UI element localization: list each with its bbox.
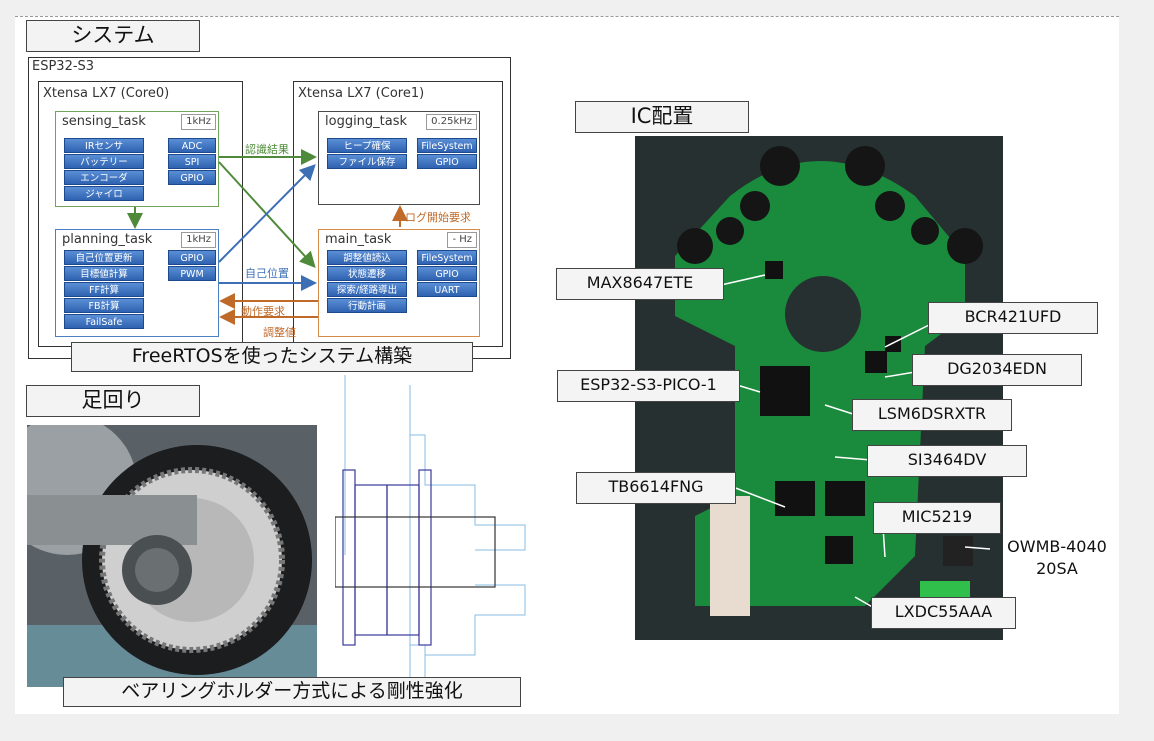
- ic-label-owmb-line2: 20SA: [1036, 559, 1078, 578]
- main-task-box: main_task - Hz 調整値読込 状態遷移 探索/経路導出 行動計画 F…: [318, 229, 480, 337]
- sensing-task-freq: 1kHz: [181, 114, 216, 130]
- ic-label-max8647ete: MAX8647ETE: [556, 268, 724, 300]
- system-caption: FreeRTOSを使ったシステム構築: [71, 342, 473, 372]
- chip-search-path: 探索/経路導出: [327, 282, 407, 297]
- chip-gpio-logging: GPIO: [417, 154, 477, 169]
- chip-heap-alloc: ヒープ確保: [327, 138, 407, 153]
- chip-adjust-load: 調整値読込: [327, 250, 407, 265]
- core1-label: Xtensa LX7 (Core1): [298, 86, 425, 101]
- chip-uart: UART: [417, 282, 477, 297]
- chip-self-position-update: 自己位置更新: [64, 250, 144, 265]
- sensing-task-name: sensing_task: [62, 114, 146, 129]
- ic-label-lxdc55aaa: LXDC55AAA: [871, 597, 1016, 629]
- chip-adc: ADC: [168, 138, 216, 153]
- slide: システム ESP32-S3 Xtensa LX7 (Core0) Xtensa …: [15, 16, 1119, 714]
- label-action-request: 動作要求: [241, 305, 285, 318]
- chip-ir-sensor: IRセンサ: [64, 138, 144, 153]
- system-heading: システム: [26, 20, 200, 52]
- suspension-heading: 足回り: [26, 385, 200, 417]
- ic-label-mic5219: MIC5219: [873, 502, 1001, 534]
- main-task-freq: - Hz: [447, 232, 477, 248]
- logging-task-name: logging_task: [325, 114, 408, 129]
- wheel-render-image: [27, 425, 317, 687]
- core0-label: Xtensa LX7 (Core0): [43, 86, 170, 101]
- label-adjust-value: 調整値: [263, 326, 296, 339]
- system-arrows: [127, 149, 408, 325]
- chip-battery: バッテリー: [64, 154, 144, 169]
- sensing-task-box: sensing_task 1kHz IRセンサ バッテリー エンコーダ ジャイロ…: [55, 111, 219, 207]
- chip-filesystem-logging: FileSystem: [417, 138, 477, 153]
- planning-task-freq: 1kHz: [181, 232, 216, 248]
- chip-fb-calc: FB計算: [64, 298, 144, 313]
- bearing-holder-graphic: [334, 375, 526, 695]
- esp32-label: ESP32-S3: [32, 59, 95, 74]
- ic-label-owmb-line1: OWMB-4040: [1007, 537, 1107, 556]
- main-task-name: main_task: [325, 232, 392, 247]
- chip-target-calc: 目標値計算: [64, 266, 144, 281]
- chip-gpio-planning: GPIO: [168, 250, 216, 265]
- chip-gpio-main: GPIO: [417, 266, 477, 281]
- chip-file-save: ファイル保存: [327, 154, 407, 169]
- label-log-request: ログ開始要求: [405, 211, 471, 224]
- planning-task-box: planning_task 1kHz 自己位置更新 目標値計算 FF計算 FB計…: [55, 229, 219, 337]
- pcb-graphic: [635, 136, 1003, 640]
- chip-encoder: エンコーダ: [64, 170, 144, 185]
- ic-label-si3464dv: SI3464DV: [867, 445, 1027, 477]
- chip-pwm: PWM: [168, 266, 216, 281]
- bearing-holder-drawing: [334, 375, 535, 695]
- ic-label-dg2034edn: DG2034EDN: [912, 354, 1082, 386]
- ic-label-esp32-s3-pico-1: ESP32-S3-PICO-1: [557, 370, 740, 402]
- suspension-caption: ベアリングホルダー方式による剛性強化: [63, 677, 521, 707]
- ic-heading: IC配置: [575, 101, 749, 133]
- ic-label-owmb: OWMB-4040 20SA: [995, 536, 1119, 580]
- label-recognition: 認識結果: [245, 143, 289, 156]
- logging-task-freq: 0.25kHz: [426, 114, 477, 130]
- chip-action-plan: 行動計画: [327, 298, 407, 313]
- logging-task-box: logging_task 0.25kHz ヒープ確保 ファイル保存 FileSy…: [318, 111, 480, 205]
- label-self-position: 自己位置: [245, 267, 289, 280]
- chip-gyro: ジャイロ: [64, 186, 144, 201]
- chip-gpio-sensing: GPIO: [168, 170, 216, 185]
- chip-filesystem-main: FileSystem: [417, 250, 477, 265]
- chip-ff-calc: FF計算: [64, 282, 144, 297]
- ic-label-tb6614fng: TB6614FNG: [576, 472, 736, 504]
- planning-task-name: planning_task: [62, 232, 153, 247]
- ic-label-bcr421ufd: BCR421UFD: [928, 302, 1098, 334]
- chip-spi: SPI: [168, 154, 216, 169]
- wheel-render-graphic: [27, 425, 317, 687]
- ic-label-lsm6dsrxtr: LSM6DSRXTR: [852, 399, 1012, 431]
- chip-failsafe: FailSafe: [64, 314, 144, 329]
- chip-state-transition: 状態遷移: [327, 266, 407, 281]
